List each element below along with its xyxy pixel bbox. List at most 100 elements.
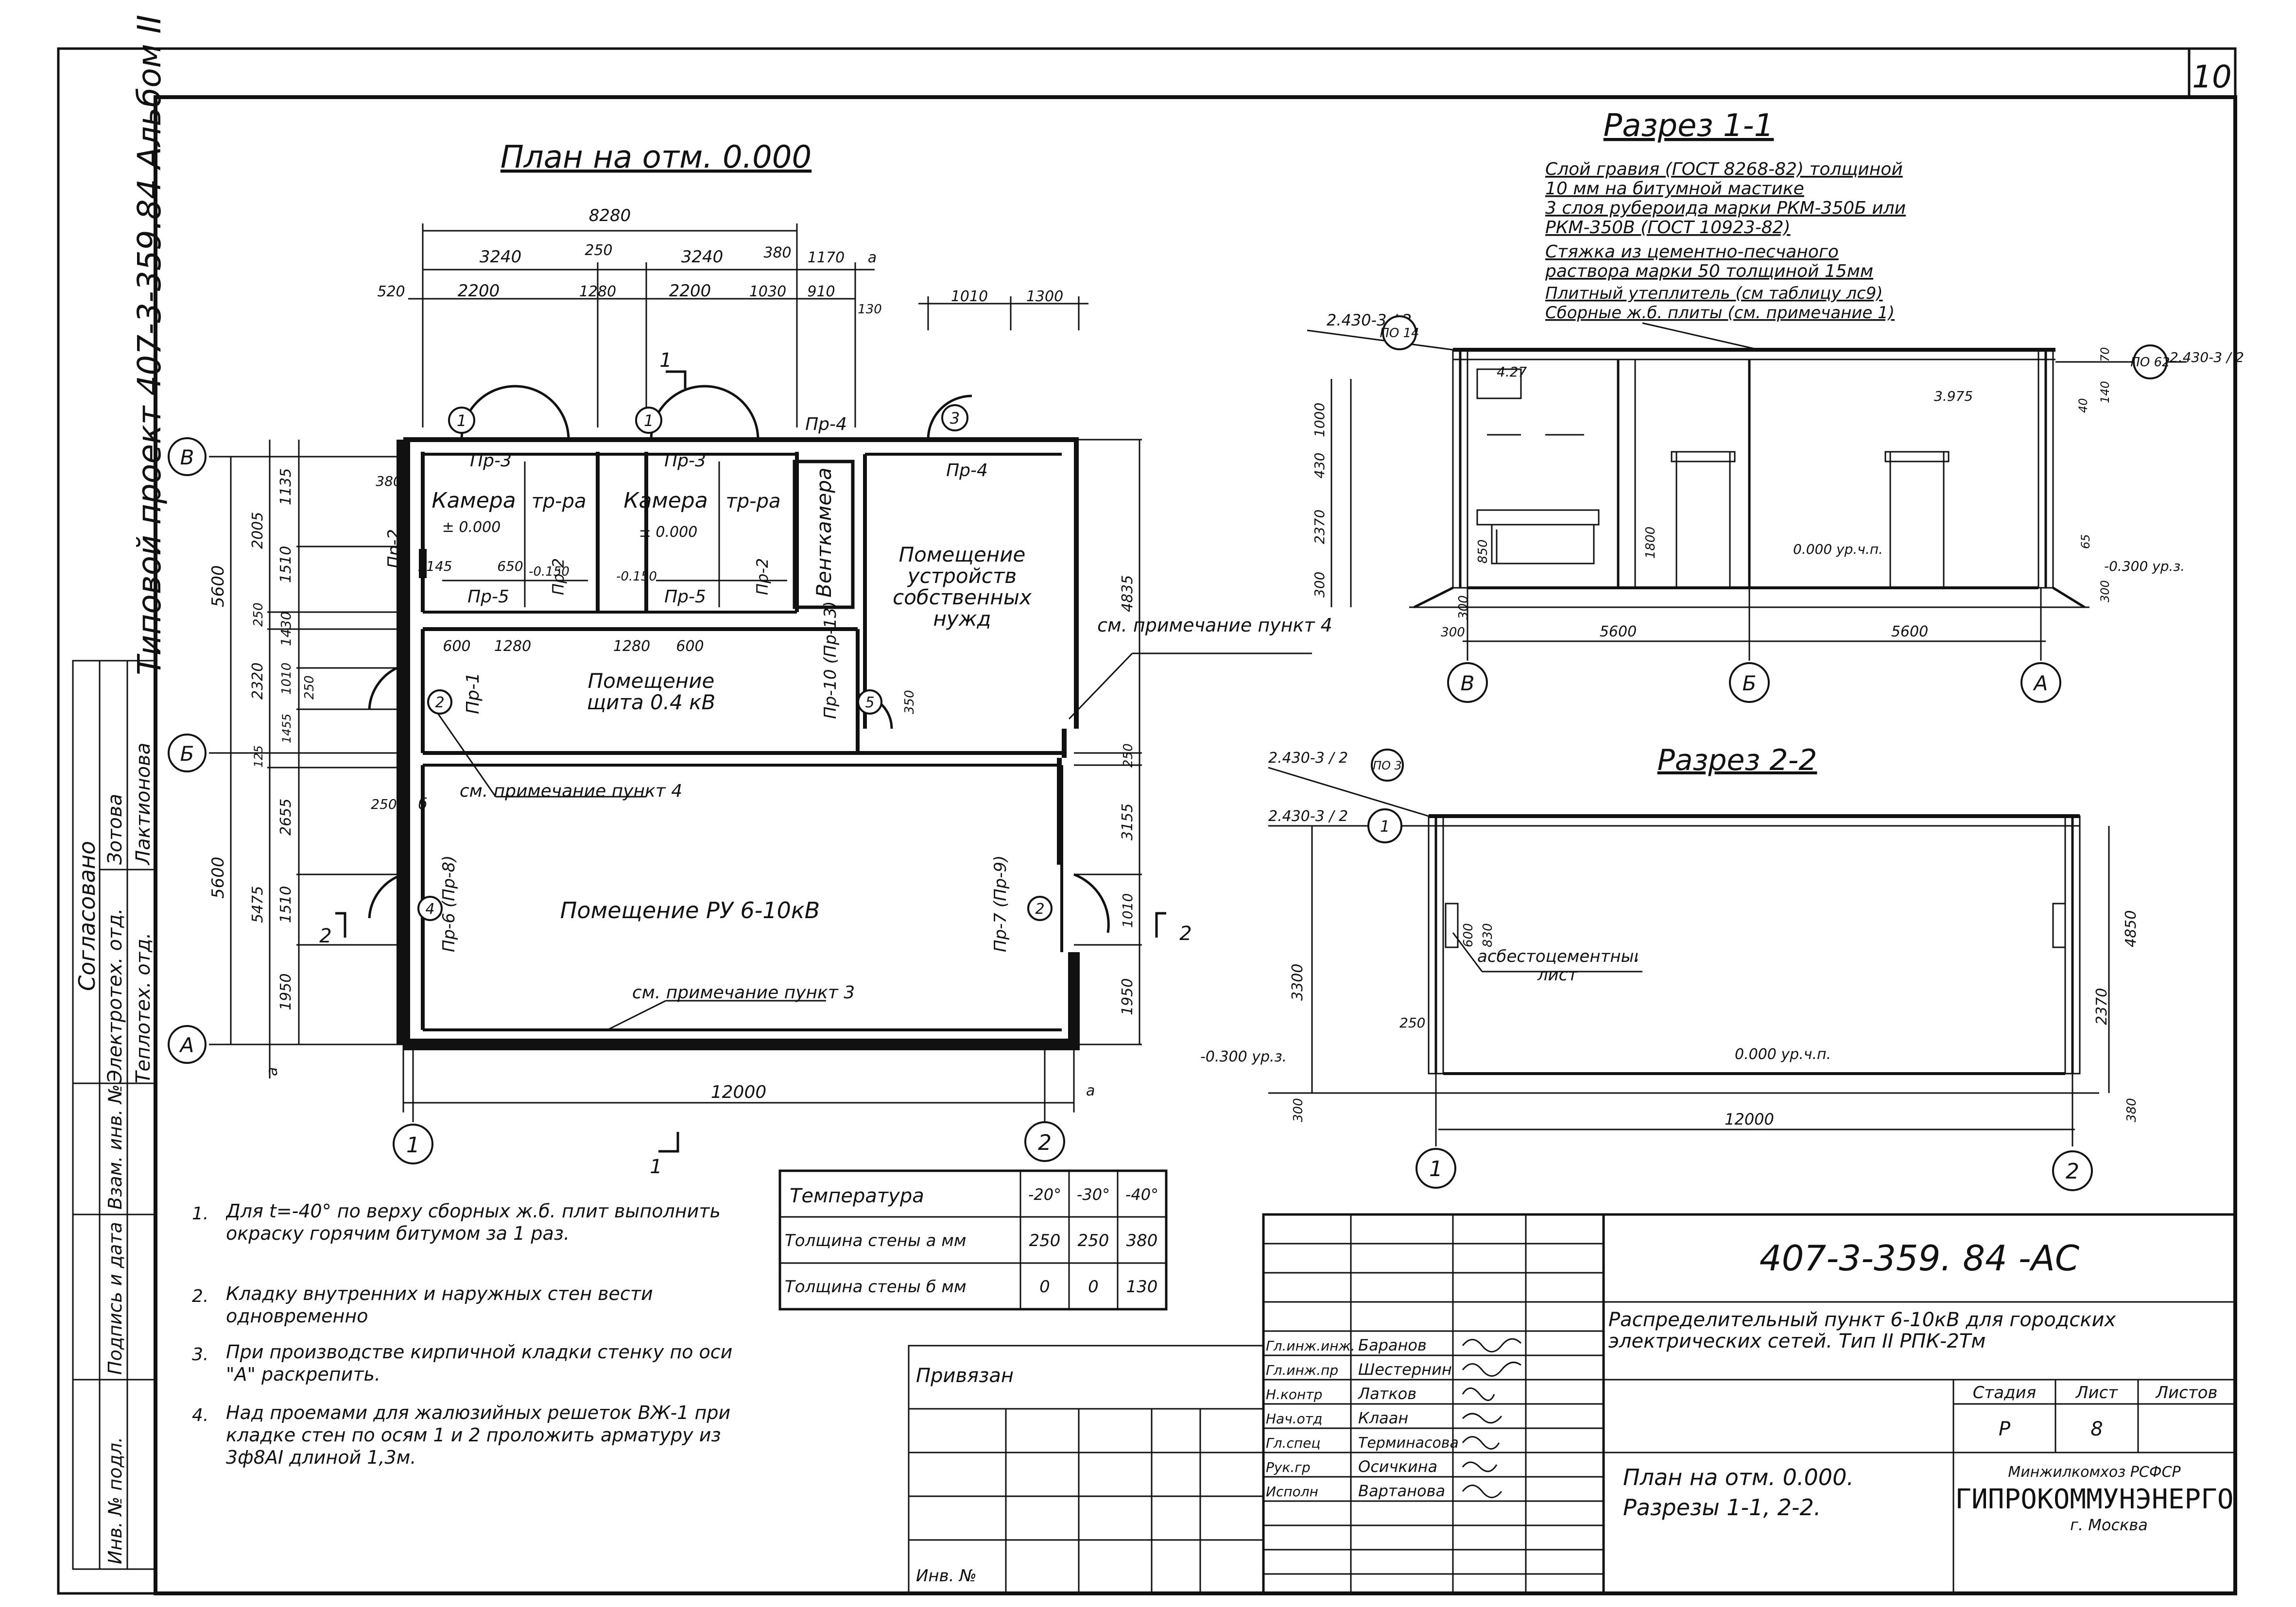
dim: 300 — [1291, 1098, 1306, 1122]
marker-label: 4 — [425, 901, 434, 918]
dim-left: 250 — [251, 602, 266, 627]
dim-top: 2200 — [669, 281, 711, 301]
table-header: -20° — [1028, 1185, 1061, 1204]
opening-label: Пр-7 (Пр-9) — [991, 855, 1010, 952]
dim-left: 1455 — [280, 714, 293, 743]
approval-stamp: Согласовано Электротех. отд. Теплотех. о… — [72, 660, 156, 1570]
dim-top: 3240 — [681, 247, 724, 267]
dim-left: 5600 — [208, 856, 228, 899]
note-number: 4. — [192, 1405, 208, 1425]
elevation-mark: ± 0.000 — [639, 524, 698, 541]
node-tag: ПО 62 — [2130, 355, 2170, 370]
dim-top: 130 — [858, 302, 882, 317]
dim-left: 2320 — [249, 663, 266, 700]
dim-vertical: 1000 — [1312, 403, 1328, 437]
plan-note-3: см. примечание пункт 3 — [632, 983, 855, 1003]
role-label: Исполн — [1266, 1484, 1318, 1500]
dim-left: 1430 — [278, 612, 294, 646]
dim-top: 250 — [585, 242, 612, 259]
section-2-2-title: Разрез 2-2 — [1657, 743, 1817, 777]
dim-horizontal: 5600 — [1600, 623, 1637, 640]
level-mark: 0.000 ур.ч.п. — [1735, 1046, 1831, 1063]
section-2-2-labels: асбестоцементный лист 0.000 ур.ч.п. -0.3… — [1200, 932, 1831, 1065]
room-own-needs: Помещение устройств собственных нужд — [893, 544, 1032, 631]
axis-marker — [168, 734, 207, 772]
note-text: Для t=-40° по верху сборных ж.б. плит вы… — [226, 1200, 721, 1244]
opening-label: Пр-10 (Пр-13) — [821, 601, 840, 719]
section-1-1: Разрез 1-1 Слой гравия (ГОСТ 8268-82) то… — [1307, 108, 2244, 703]
room-camera-1: Камера — [432, 488, 516, 513]
plan-room-labels: Камера тр-ра Камера тр-ра Венткамера Пом… — [432, 467, 1032, 923]
sheet-value: 8 — [2090, 1418, 2103, 1440]
sheet-title: План на отм. 0.000. Разрезы 1-1, 2-2. — [1623, 1464, 1854, 1521]
marker-label: 3 — [950, 409, 960, 427]
axis-label: 2 — [1038, 1130, 1052, 1155]
section-1-1-dims: 1000 430 2370 300 300 850 1800 140 40 70… — [1312, 347, 2112, 642]
dim-left: 1510 — [277, 546, 294, 583]
stage-value: Р — [1999, 1418, 2011, 1440]
dim-inner: 1280 — [613, 638, 650, 655]
dim: 12000 — [1725, 1110, 1774, 1128]
dim: 2370 — [2093, 988, 2110, 1025]
dim-top: а — [868, 249, 877, 266]
stamp-laktionova: Лактионова — [132, 743, 155, 866]
node-ref: 2.430-3 / 2 — [2170, 349, 2244, 365]
room-ventchamber: Венткамера — [812, 467, 836, 598]
section-1-1-layers: Слой гравия (ГОСТ 8268-82) толщиной 10 м… — [1545, 159, 1906, 323]
level-mark: 0.000 ур.ч.п. — [1793, 541, 1883, 557]
note-number: 3. — [192, 1345, 208, 1365]
stamp-electro: Электротех. отд. — [104, 908, 126, 1084]
dim: 380 — [2124, 1098, 2139, 1122]
level-mark: 4.27 — [1497, 364, 1527, 380]
side-project-label: Типовой проект 407-3-359.84 Альбом II — [131, 15, 168, 675]
dim: 830 — [1481, 923, 1495, 947]
dim: 600 — [1461, 923, 1476, 947]
dim-left: 1135 — [277, 468, 294, 505]
dim-inner: 1145 — [417, 558, 452, 574]
plan-grid-axes: В Б А 1 2 — [168, 437, 1065, 1164]
dim-vertical: 2370 — [1312, 510, 1328, 544]
level-mark: 3.975 — [1934, 388, 1973, 404]
signer-name: Осичкина — [1358, 1457, 1437, 1476]
dim-left: 125 — [252, 745, 265, 768]
table-cell: 250 — [1078, 1231, 1109, 1250]
stamp-replace-inv: Взам. инв. № — [104, 1084, 126, 1210]
role-label: Нач.отд — [1266, 1411, 1322, 1427]
stage-header: Стадия — [1973, 1383, 2036, 1402]
stamp-thermo: Теплотех. отд. — [132, 933, 155, 1083]
dim-vertical: 40 — [2076, 398, 2090, 413]
dim-left: 1010 — [279, 663, 294, 695]
opening-label: Пр-2 — [384, 529, 404, 568]
plan-bottom-dimension: 12000 а — [402, 1044, 1095, 1112]
axis-label: 1 — [1429, 1157, 1443, 1181]
note-text: Над проемами для жалюзийных решеток ВЖ-1… — [226, 1402, 731, 1468]
title-block: 407-3-359. 84 -АС Распределительный пунк… — [1262, 1213, 2237, 1595]
dim-left: 5475 — [249, 886, 266, 923]
opening-label: Пр-4 — [805, 414, 847, 434]
opening-label: Пр-2 — [753, 558, 772, 595]
section-mark: 2 — [1179, 923, 1191, 945]
dim-bottom: 12000 — [711, 1082, 767, 1102]
opening-label: Пр-5 — [467, 587, 509, 607]
dim-vertical: 300 — [2098, 580, 2112, 602]
dim-vertical: 1800 — [1643, 527, 1658, 559]
role-label: Рук.гр — [1266, 1459, 1311, 1475]
signer-name: Латков — [1358, 1385, 1416, 1403]
plan-right-dimensions: 4835 250 3155 1010 1950 — [1074, 439, 1142, 1045]
bound-label: Привязан — [916, 1365, 1014, 1387]
dim-right: 1010 — [1120, 893, 1136, 928]
room-camera-2: Камера — [623, 488, 708, 513]
room-shield: Помещение щита 0.4 кВ — [587, 670, 716, 714]
axis-marker — [168, 1025, 207, 1064]
layer-line: Слой гравия (ГОСТ 8268-82) толщиной — [1545, 159, 1903, 179]
opening-label: Пр-6 (Пр-8) — [439, 855, 459, 952]
axis-marker — [393, 1124, 433, 1164]
axis-label: А — [179, 1033, 194, 1057]
dim-inner: 1280 — [494, 638, 531, 655]
role-label: Гл.инж.инж. — [1266, 1338, 1355, 1354]
room-ru: Помещение РУ 6-10кВ — [560, 897, 820, 923]
marker-label: 2 — [435, 694, 444, 711]
dim-inner: б — [418, 796, 428, 813]
layer-line: 10 мм на битумной мастике — [1545, 179, 1804, 199]
